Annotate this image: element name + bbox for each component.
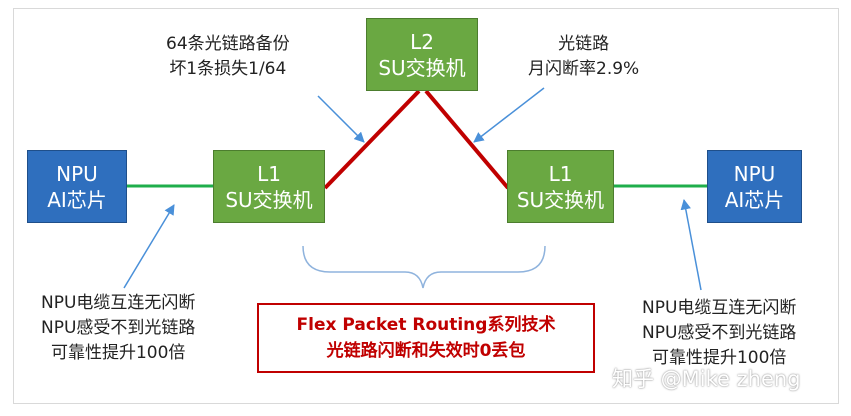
optical-link-left bbox=[323, 89, 421, 190]
note-link-backup-line2: 坏1条损失1/64 bbox=[169, 59, 287, 79]
npu-chip-left: NPU AI芯片 bbox=[27, 150, 127, 223]
arrow-cable-left bbox=[123, 204, 175, 289]
l2-switch-top-level: L2 bbox=[410, 29, 434, 54]
npu-chip-right-label: NPU bbox=[733, 161, 776, 186]
watermark: 知乎 @Mike zheng bbox=[612, 367, 801, 391]
l2-switch-top: L2 SU交换机 bbox=[366, 18, 478, 91]
optical-link-right bbox=[424, 89, 510, 190]
l1-switch-left-level: L1 bbox=[257, 161, 281, 186]
npu-chip-left-sublabel: AI芯片 bbox=[47, 187, 107, 212]
npu-chip-right: NPU AI芯片 bbox=[707, 150, 802, 223]
note-cable-left-line1: NPU电缆互连无闪断 bbox=[41, 293, 196, 313]
note-link-backup: 64条光链路备份 坏1条损失1/64 bbox=[166, 32, 290, 82]
note-cable-left: NPU电缆互连无闪断 NPU感受不到光链路 可靠性提升100倍 bbox=[41, 291, 195, 366]
npu-chip-right-sublabel: AI芯片 bbox=[724, 187, 785, 212]
l1-switch-left-label: SU交换机 bbox=[225, 187, 313, 212]
note-link-backup-line1: 64条光链路备份 bbox=[166, 34, 290, 54]
callout-line2: 光链路闪断和失效时0丢包 bbox=[326, 341, 526, 361]
callout-line1: Flex Packet Routing系列技术 bbox=[296, 315, 556, 335]
note-failure-rate: 光链路 月闪断率2.9% bbox=[528, 32, 639, 82]
npu-chip-left-label: NPU bbox=[56, 161, 98, 186]
note-cable-right-line1: NPU电缆互连无闪断 bbox=[642, 298, 797, 318]
note-cable-right-line2: NPU感受不到光链路 bbox=[642, 323, 797, 343]
note-failure-rate-line1: 光链路 bbox=[558, 34, 610, 54]
note-cable-left-line2: NPU感受不到光链路 bbox=[41, 318, 196, 338]
note-cable-left-line3: 可靠性提升100倍 bbox=[50, 343, 186, 363]
l1-switch-right-label: SU交换机 bbox=[516, 187, 605, 212]
callout-flex-packet-routing: Flex Packet Routing系列技术 光链路闪断和失效时0丢包 bbox=[257, 303, 595, 373]
l1-switch-left: L1 SU交换机 bbox=[213, 150, 325, 223]
l2-switch-top-label: SU交换机 bbox=[378, 55, 466, 80]
arrow-cable-right bbox=[680, 198, 702, 291]
note-failure-rate-line2: 月闪断率2.9% bbox=[528, 59, 640, 79]
l1-switch-right: L1 SU交换机 bbox=[507, 150, 614, 223]
arrow-failure-rate bbox=[473, 87, 545, 143]
note-cable-right: NPU电缆互连无闪断 NPU感受不到光链路 可靠性提升100倍 bbox=[642, 296, 796, 371]
arrow-backup bbox=[317, 95, 365, 143]
brace-switch-group bbox=[302, 245, 546, 289]
note-cable-right-line3: 可靠性提升100倍 bbox=[651, 348, 787, 368]
l1-switch-right-level: L1 bbox=[548, 161, 573, 186]
